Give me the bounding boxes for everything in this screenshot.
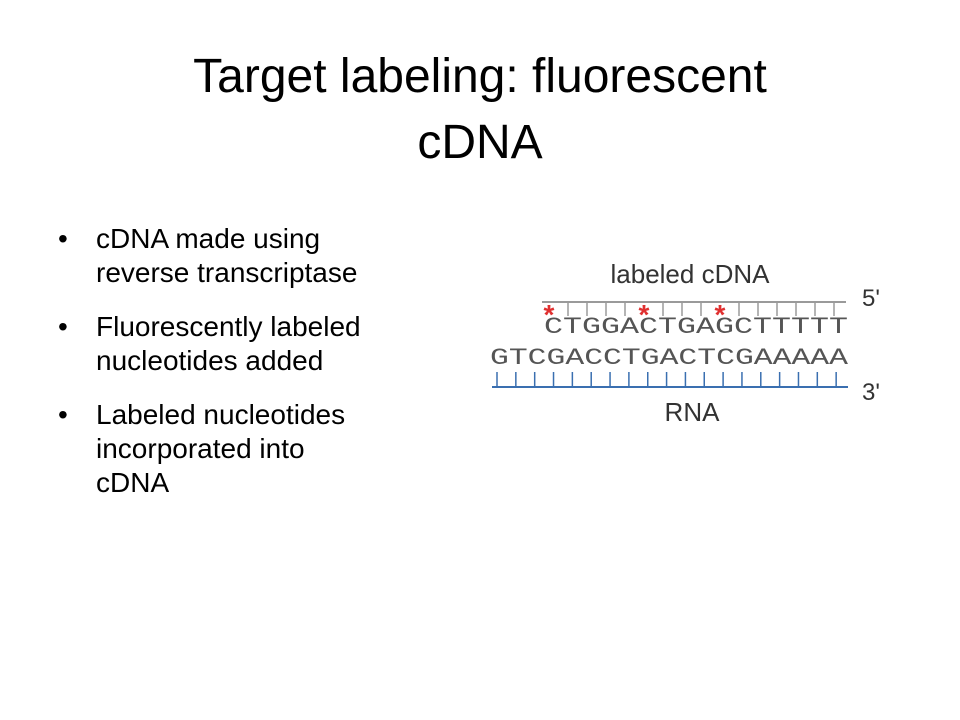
slide-title-line-1: Target labeling: fluorescent xyxy=(193,50,767,103)
rna-strand xyxy=(492,372,848,388)
rna-ticks xyxy=(496,372,837,387)
fluorescent-label-marker: * xyxy=(715,299,726,330)
bullet-dot-icon: • xyxy=(58,399,68,430)
slide-title: Target labeling: fluorescent cDNA xyxy=(60,44,900,176)
rna-label: RNA xyxy=(665,397,721,427)
bullet-dot-icon: • xyxy=(58,311,68,342)
label-markers: * * * xyxy=(544,299,726,330)
bullet-text: Fluorescently labeled nucleotides added xyxy=(96,311,361,376)
bullet-text: cDNA made using reverse transcriptase xyxy=(96,223,358,288)
bullet-dot-icon: • xyxy=(58,223,68,254)
five-prime-label: 5' xyxy=(862,285,880,312)
fluorescent-label-marker: * xyxy=(544,299,555,330)
cdna-strand: * * * xyxy=(542,299,846,330)
labeled-cdna-label: labeled cDNA xyxy=(611,259,771,289)
bullet-item: • Labeled nucleotides incorporated into … xyxy=(58,398,458,500)
slide-title-line-2: cDNA xyxy=(417,116,543,169)
three-prime-label: 3' xyxy=(862,379,880,406)
bullet-item: • Fluorescently labeled nucleotides adde… xyxy=(58,310,458,378)
cdna-sequence: CTGGACTGAGCTTTTT xyxy=(544,314,848,340)
bullet-text: Labeled nucleotides incorporated into cD… xyxy=(96,399,346,498)
cdna-rna-diagram: labeled cDNA * * * 5' CTGGACTGAGCTTTTT GTC… xyxy=(490,259,880,427)
bullet-list: • cDNA made using reverse transcriptase … xyxy=(58,222,458,520)
cdna-ticks xyxy=(567,302,835,316)
fluorescent-label-marker: * xyxy=(639,299,650,330)
bullet-item: • cDNA made using reverse transcriptase xyxy=(58,222,458,290)
rna-sequence: GTCGACCTGACTCGAAAAA xyxy=(490,345,848,371)
